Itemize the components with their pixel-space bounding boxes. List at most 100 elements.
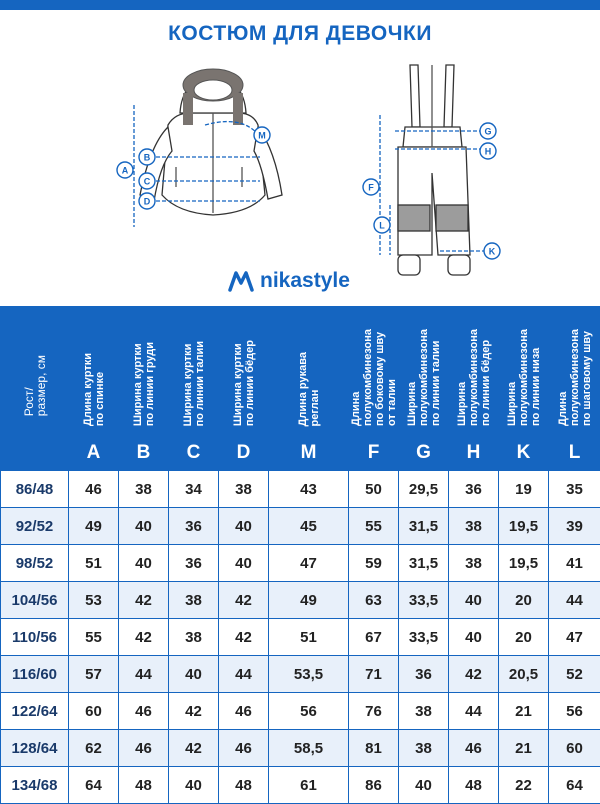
measurement-cell: 40 xyxy=(119,545,169,582)
marker-d: D xyxy=(144,197,151,207)
size-cell: 92/52 xyxy=(1,508,69,545)
measurement-cell: 67 xyxy=(349,619,399,656)
measurement-cell: 63 xyxy=(349,582,399,619)
measurement-cell: 56 xyxy=(549,693,600,730)
measurement-cell: 38 xyxy=(399,693,449,730)
measurement-cell: 31,5 xyxy=(399,508,449,545)
measurement-cell: 19 xyxy=(499,471,549,508)
header-letter: G xyxy=(399,436,449,471)
measurement-cell: 40 xyxy=(219,545,269,582)
size-cell: 122/64 xyxy=(1,693,69,730)
marker-c: C xyxy=(144,177,151,187)
measurement-cell: 38 xyxy=(169,582,219,619)
measurement-cell: 42 xyxy=(219,619,269,656)
measurement-cell: 59 xyxy=(349,545,399,582)
measurement-cell: 60 xyxy=(549,730,600,767)
measurement-cell: 48 xyxy=(449,767,499,804)
measurement-cell: 33,5 xyxy=(399,582,449,619)
measurement-cell: 38 xyxy=(219,471,269,508)
header-letter: L xyxy=(549,436,600,471)
marker-l: L xyxy=(379,221,385,231)
measurement-cell: 52 xyxy=(549,656,600,693)
measurement-cell: 31,5 xyxy=(399,545,449,582)
page-title: КОСТЮМ ДЛЯ ДЕВОЧКИ xyxy=(0,22,600,46)
measurement-cell: 29,5 xyxy=(399,471,449,508)
marker-h: H xyxy=(485,147,492,157)
measurement-cell: 42 xyxy=(169,693,219,730)
measurement-cell: 57 xyxy=(69,656,119,693)
measurement-cell: 36 xyxy=(169,545,219,582)
header-letter: H xyxy=(449,436,499,471)
header-height-size: Рост/ размер, см xyxy=(1,307,69,471)
measurement-cell: 64 xyxy=(549,767,600,804)
measurement-cell: 46 xyxy=(69,471,119,508)
header-letter: M xyxy=(269,436,349,471)
garment-illustration: A B C D M G H F L xyxy=(0,55,600,295)
measurement-cell: 34 xyxy=(169,471,219,508)
measurement-cell: 51 xyxy=(269,619,349,656)
header-letter: K xyxy=(499,436,549,471)
measurement-cell: 46 xyxy=(449,730,499,767)
size-cell: 134/68 xyxy=(1,767,69,804)
measurement-cell: 47 xyxy=(269,545,349,582)
marker-b: B xyxy=(144,153,151,163)
measurement-cell: 38 xyxy=(169,619,219,656)
size-cell: 128/64 xyxy=(1,730,69,767)
measurement-cell: 55 xyxy=(349,508,399,545)
measurement-cell: 76 xyxy=(349,693,399,730)
header-label: Ширина полукомбинезона по линии бёдер xyxy=(449,307,499,436)
measurement-cell: 40 xyxy=(399,767,449,804)
measurement-cell: 42 xyxy=(219,582,269,619)
measurement-cell: 40 xyxy=(119,508,169,545)
measurement-cell: 21 xyxy=(499,693,549,730)
measurement-cell: 49 xyxy=(69,508,119,545)
measurement-cell: 40 xyxy=(169,767,219,804)
measurement-cell: 44 xyxy=(549,582,600,619)
measurement-cell: 41 xyxy=(549,545,600,582)
measurement-cell: 38 xyxy=(119,471,169,508)
marker-a: A xyxy=(122,166,129,176)
measurement-cell: 86 xyxy=(349,767,399,804)
measurement-cell: 21 xyxy=(499,730,549,767)
size-cell: 86/48 xyxy=(1,471,69,508)
header-label: Ширина куртки по линии талии xyxy=(169,307,219,436)
measurement-cell: 55 xyxy=(69,619,119,656)
measurement-cell: 49 xyxy=(269,582,349,619)
top-accent-bar xyxy=(0,0,600,10)
measurement-cell: 60 xyxy=(69,693,119,730)
header-text-row: Рост/ размер, см Длина куртки по спинке … xyxy=(1,307,600,436)
size-cell: 104/56 xyxy=(1,582,69,619)
marker-f: F xyxy=(368,183,374,193)
header-label: Длина полукомбинезона по боковому шву от… xyxy=(349,307,399,436)
measurement-cell: 40 xyxy=(219,508,269,545)
header-label: Ширина полукомбинезона по линии низа xyxy=(499,307,549,436)
header-label: Длина полукомбинезона по шаговому шву xyxy=(549,307,600,436)
header-label: Ширина полукомбинезона по линии талии xyxy=(399,307,449,436)
measurement-cell: 38 xyxy=(399,730,449,767)
marker-k: K xyxy=(489,247,496,257)
measurement-cell: 36 xyxy=(399,656,449,693)
measurement-cell: 40 xyxy=(169,656,219,693)
measurement-cell: 62 xyxy=(69,730,119,767)
measurement-cell: 43 xyxy=(269,471,349,508)
measurement-cell: 58,5 xyxy=(269,730,349,767)
measurement-cell: 35 xyxy=(549,471,600,508)
header-letter: D xyxy=(219,436,269,471)
brand-name: nikastyle xyxy=(260,269,350,293)
measurement-cell: 47 xyxy=(549,619,600,656)
measurement-cell: 48 xyxy=(119,767,169,804)
size-cell: 110/56 xyxy=(1,619,69,656)
measurement-cell: 53,5 xyxy=(269,656,349,693)
pants-drawing xyxy=(398,65,470,275)
measurement-cell: 44 xyxy=(119,656,169,693)
measurement-cell: 42 xyxy=(449,656,499,693)
measurement-cell: 45 xyxy=(269,508,349,545)
measurement-cell: 56 xyxy=(269,693,349,730)
header-letter: B xyxy=(119,436,169,471)
